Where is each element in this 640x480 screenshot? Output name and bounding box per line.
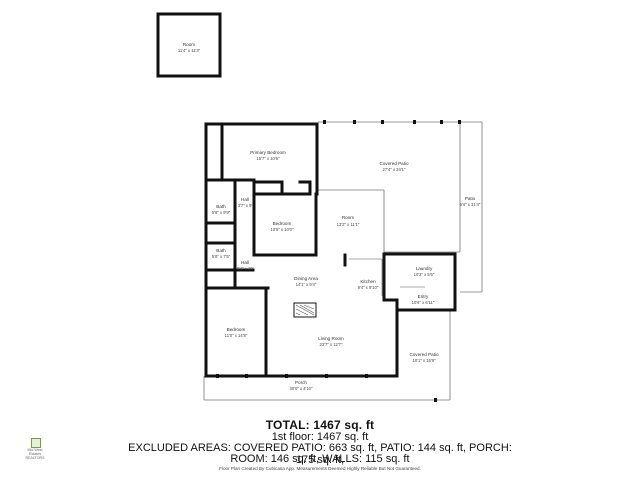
dims-porch: 30'0" x 4'10" <box>290 386 313 391</box>
room-labels: Room 11'4" x 11'3" Primary Bedroom 15'7"… <box>178 42 481 391</box>
dims-hall-2: 3'4" x 10' <box>237 266 254 271</box>
total-area: TOTAL: 1467 sq. ft <box>265 418 375 432</box>
label-bedroom-2: Bedroom <box>227 327 246 332</box>
label-laundry: Laundry <box>416 266 433 271</box>
dims-laundry: 10'2" x 5'6" <box>414 272 435 277</box>
label-bath-1: Bath <box>216 204 226 209</box>
label-covered-patio-2: Covered Patio <box>409 352 439 357</box>
label-dining-area: Dining Area <box>294 276 318 281</box>
outdoor-area-lines <box>203 121 483 401</box>
label-hall-2: Hall <box>241 260 249 265</box>
label-kitchen: Kitchen <box>360 279 376 284</box>
excluded-areas-line-2: ROOM: 146 sq. ft, WALLS: 115 sq. ft <box>230 453 410 465</box>
dims-entry: 10'6" x 6'11" <box>412 300 435 305</box>
fireplace <box>293 302 317 318</box>
label-room-outbuilding: Room <box>183 42 195 47</box>
logo-mark-icon <box>31 438 41 448</box>
first-floor-area: 1st floor: 1467 sq. ft <box>271 431 369 443</box>
label-primary-bedroom: Primary Bedroom <box>250 150 286 155</box>
dims-kitchen: 9'4" x 9'10" <box>358 285 379 290</box>
dims-covered-patio-2: 10'1" x 15'9" <box>413 358 436 363</box>
label-entry: Entry <box>418 294 429 299</box>
label-patio: Patio <box>465 196 476 201</box>
dims-covered-patio-1: 27'4" x 24'1" <box>383 167 406 172</box>
dims-bath-1: 5'8" x 9'9" <box>212 210 231 215</box>
dims-living-room: 23'7" x 12'7" <box>320 342 343 347</box>
disclaimer: Floor Plan Created By Cubicasa App. Meas… <box>219 466 421 471</box>
label-bath-2: Bath <box>216 248 226 253</box>
label-porch: Porch <box>295 380 307 385</box>
logo-line-1: Mid West Estates <box>27 448 43 456</box>
dims-room-outbuilding: 11'4" x 11'3" <box>178 48 201 53</box>
dims-room-main: 13'3" x 11'1" <box>337 222 360 227</box>
label-room-main: Room <box>342 215 354 220</box>
dims-bedroom-2: 11'0" x 14'8" <box>225 333 248 338</box>
house-walls <box>204 122 457 378</box>
brand-logo: Mid West Estates REALTORS <box>22 436 48 462</box>
dims-primary-bedroom: 15'7" x 10'6" <box>257 156 280 161</box>
kitchen-counter <box>349 258 425 296</box>
label-bedroom-1: Bedroom <box>273 221 292 226</box>
dims-dining-area: 14'1" x 9'4" <box>296 282 317 287</box>
dims-bedroom-1: 10'5" x 10'0" <box>271 227 294 232</box>
label-covered-patio-1: Covered Patio <box>379 161 409 166</box>
outbuilding-room-walls <box>156 12 222 78</box>
dims-patio: 5'4" x 31'4" <box>460 202 481 207</box>
logo-line-2: REALTORS <box>25 456 45 460</box>
label-living-room: Living Room <box>318 336 344 341</box>
excluded-areas-line-1: EXCLUDED AREAS: COVERED PATIO: 663 sq. f… <box>128 442 512 466</box>
dims-bath-2: 5'8" x 7'5" <box>212 254 231 259</box>
dims-hall-1: 3'7" x 9' <box>238 203 253 208</box>
label-hall-1: Hall <box>241 197 249 202</box>
